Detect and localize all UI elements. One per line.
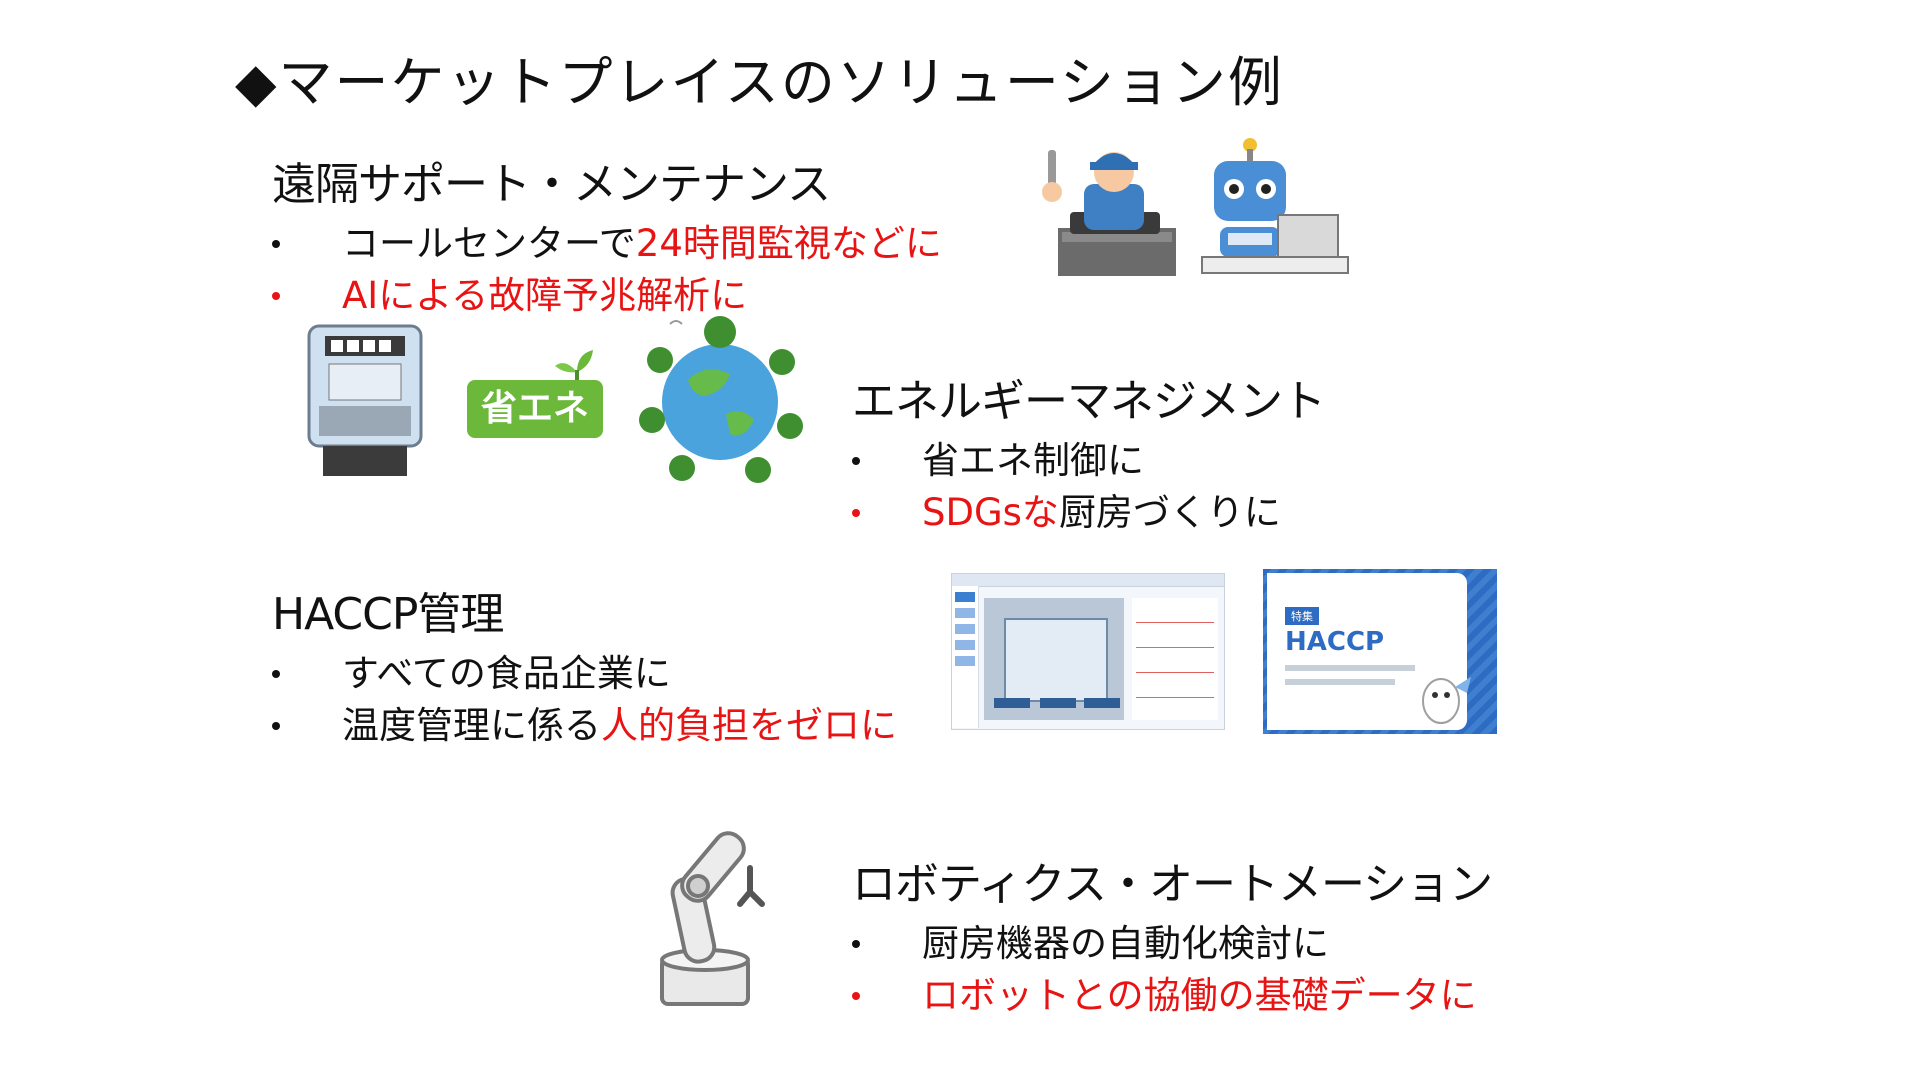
energy-saving-sign-icon: 省エネ (465, 344, 605, 444)
section-heading: ロボティクス・オートメーション (852, 859, 1493, 910)
bullet-item: 温度管理に係る人的負担をゼロに (272, 700, 897, 752)
mechanic-icon (1040, 140, 1190, 280)
robot-laptop-icon (1198, 135, 1353, 285)
bullet-dot (852, 992, 860, 1000)
haccp-article-card: 特集 HACCP (1263, 569, 1497, 734)
section-heading: エネルギーマネジメント (852, 376, 1326, 427)
bullet-item: ロボットとの協働の基礎データに (852, 970, 1492, 1022)
section-haccp: HACCP管理 すべての食品企業に 温度管理に係る人的負担をゼロに (272, 578, 897, 752)
bullet-item: SDGsな厨房づくりに (852, 487, 1325, 539)
electric-meter-icon (305, 322, 425, 477)
robot-arm-icon (652, 808, 792, 1008)
bullet-item: AIによる故障予兆解析に (272, 270, 942, 322)
page-title: ◆マーケットプレイスのソリューション例 (235, 51, 1284, 114)
bullet-item: 省エネ制御に (852, 435, 1325, 487)
section-heading: 遠隔サポート・メンテナンス (272, 159, 831, 210)
earth-trees-icon (630, 310, 810, 490)
bullet-dot (852, 940, 860, 948)
bullet-dot (852, 509, 860, 517)
sign-label: 省エネ (480, 388, 589, 429)
bullet-dot (852, 457, 860, 465)
bullet-dot (272, 722, 280, 730)
section-heading: HACCP管理 (272, 589, 504, 640)
dashboard-screenshot (951, 573, 1225, 730)
bullet-dot (272, 240, 280, 248)
bullet-item: 厨房機器の自動化検討に (852, 918, 1492, 970)
bullet-dot (272, 292, 280, 300)
bullet-dot (272, 670, 280, 678)
bullet-item: すべての食品企業に (272, 648, 897, 700)
card-tag: 特集 (1285, 607, 1319, 625)
section-robotics-automation: ロボティクス・オートメーション 厨房機器の自動化検討に ロボットとの協働の基礎デ… (852, 848, 1493, 1022)
card-title: HACCP (1285, 627, 1385, 657)
section-energy-management: エネルギーマネジメント 省エネ制御に SDGsな厨房づくりに (852, 365, 1326, 539)
